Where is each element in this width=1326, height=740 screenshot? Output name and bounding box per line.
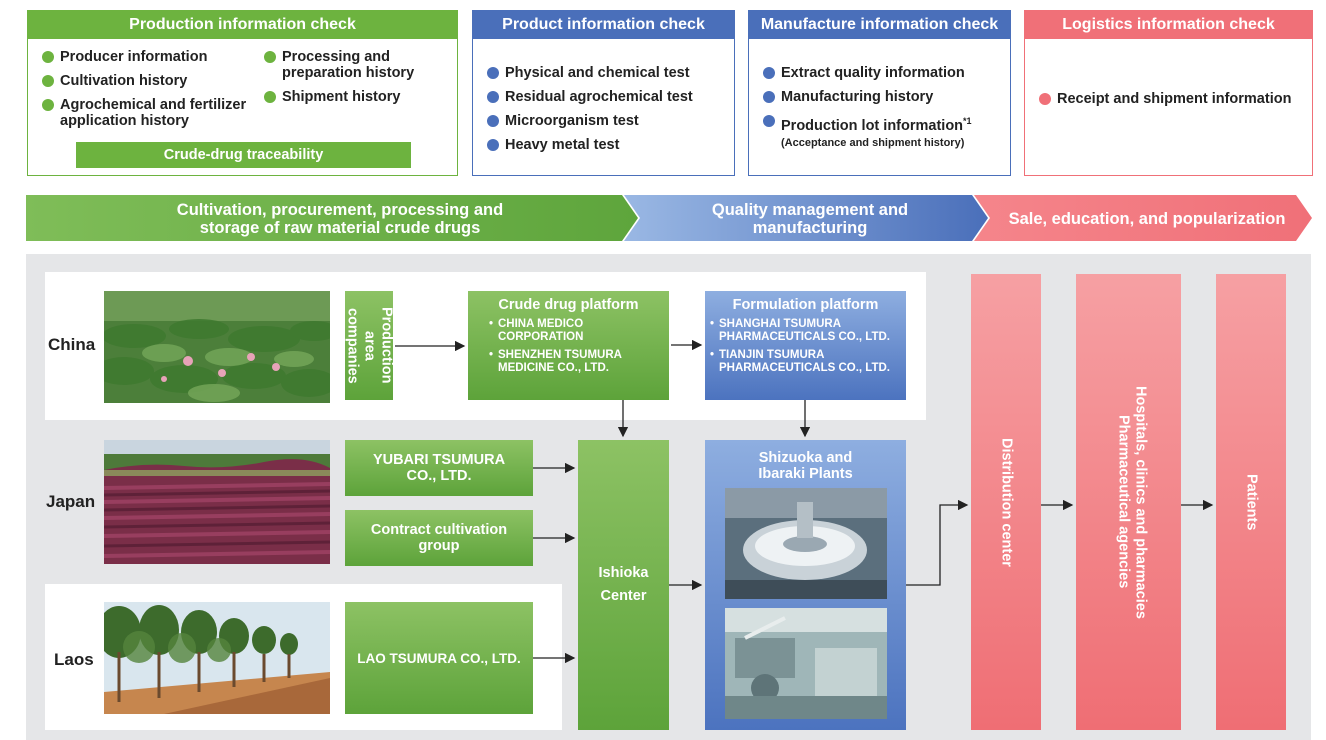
- manufacture-check-title: Manufacture information check: [749, 11, 1010, 39]
- stage2-label: Quality management and manufacturing: [711, 201, 909, 237]
- bullet-icon: [763, 91, 775, 103]
- lao-tsumura-box: LAO TSUMURA CO., LTD.: [345, 602, 533, 714]
- list-item: Shipment history: [264, 89, 422, 105]
- product-check-title: Product information check: [473, 11, 734, 39]
- traceability-bar: Crude-drug traceability: [76, 142, 411, 168]
- bullet-icon: [264, 91, 276, 103]
- bullet-icon: [42, 75, 54, 87]
- manufacture-list: Extract quality information Manufacturin…: [749, 39, 1010, 134]
- ishioka-center-box: Ishioka Center: [578, 440, 669, 730]
- factory-tank-photo: [725, 488, 887, 599]
- production-list-right: Processing and preparation history Shipm…: [264, 49, 422, 137]
- list-item: •TIANJIN TSUMURA PHARMACEUTICALS CO., LT…: [709, 349, 891, 374]
- list-item: Microorganism test: [487, 113, 734, 129]
- production-check-title: Production information check: [28, 11, 457, 39]
- crude-drug-platform-box: Crude drug platform •CHINA MEDICO CORPOR…: [468, 291, 669, 400]
- list-item: Agrochemical and fertilizer application …: [42, 97, 264, 129]
- plants-title: Shizuoka and Ibaraki Plants: [758, 450, 853, 482]
- formulation-platform-title: Formulation platform: [732, 297, 879, 313]
- logistics-check-box: Logistics information check Receipt and …: [1024, 10, 1313, 176]
- distribution-center-box: Distribution center: [971, 274, 1041, 730]
- patients-box: Patients: [1216, 274, 1286, 730]
- hospitals-clinics-box: Hospitals, clinics and pharmacies Pharma…: [1076, 274, 1181, 730]
- list-item: Producer information: [42, 49, 264, 65]
- stage1-label: Cultivation, procurement, processing and…: [176, 201, 504, 237]
- list-item: •SHENZHEN TSUMURA MEDICINE CO., LTD.: [488, 349, 622, 374]
- bullet-icon: [487, 139, 499, 151]
- list-item: •SHANGHAI TSUMURA PHARMACEUTICALS CO., L…: [709, 318, 891, 343]
- list-item: Physical and chemical test: [487, 65, 734, 81]
- list-item: •CHINA MEDICO CORPORATION: [488, 318, 584, 343]
- list-item: Manufacturing history: [763, 89, 1010, 105]
- production-list-left: Producer information Cultivation history…: [42, 49, 264, 137]
- bullet-icon: [763, 115, 775, 127]
- lot-info-sub: (Acceptance and shipment history): [781, 136, 965, 149]
- lotus-field-photo: [104, 291, 330, 403]
- yubari-tsumura-box: YUBARI TSUMURA CO., LTD.: [345, 440, 533, 496]
- formulation-platform-box: Formulation platform •SHANGHAI TSUMURA P…: [705, 291, 906, 400]
- factory-line-photo: [725, 608, 887, 719]
- bullet-icon: [1039, 93, 1051, 105]
- bullet-icon: [487, 115, 499, 127]
- production-area-companies-box: Production area companies: [345, 291, 395, 400]
- bullet-icon: [42, 99, 54, 111]
- list-item: Residual agrochemical test: [487, 89, 734, 105]
- country-label-japan: Japan: [46, 492, 96, 511]
- list-item: Cultivation history: [42, 73, 264, 89]
- bullet-icon: [763, 67, 775, 79]
- production-check-box: Production information check Producer in…: [27, 10, 458, 176]
- product-list: Physical and chemical test Residual agro…: [473, 39, 734, 153]
- stage-banner: [26, 195, 1312, 241]
- list-item: Receipt and shipment information: [1039, 91, 1312, 107]
- stage1-arrow: [26, 195, 638, 241]
- stage2-arrow: [624, 195, 988, 241]
- plants-box: Shizuoka and Ibaraki Plants: [705, 440, 906, 730]
- list-item: Heavy metal test: [487, 137, 734, 153]
- contract-cultivation-box: Contract cultivation group: [345, 510, 533, 566]
- bullet-icon: [487, 91, 499, 103]
- crude-platform-title: Crude drug platform: [498, 297, 639, 313]
- footnote-mark: *1: [963, 116, 972, 126]
- list-item: Processing and preparation history: [264, 49, 422, 81]
- bullet-icon: [42, 51, 54, 63]
- country-label-laos: Laos: [54, 650, 94, 669]
- product-check-box: Product information check Physical and c…: [472, 10, 735, 176]
- list-item: Extract quality information: [763, 65, 1010, 81]
- bullet-icon: [487, 67, 499, 79]
- logistics-list: Receipt and shipment information: [1025, 39, 1312, 107]
- country-label-china: China: [48, 335, 96, 354]
- tree-plantation-photo: [104, 602, 330, 714]
- manufacture-check-box: Manufacture information check Extract qu…: [748, 10, 1011, 176]
- bullet-icon: [264, 51, 276, 63]
- stage3-label: Sale, education, and popularization: [1008, 210, 1286, 228]
- logistics-check-title: Logistics information check: [1025, 11, 1312, 39]
- red-crop-field-photo: [104, 440, 330, 564]
- list-item: Production lot information*1: [763, 113, 1010, 134]
- stage3-arrow: [974, 195, 1312, 241]
